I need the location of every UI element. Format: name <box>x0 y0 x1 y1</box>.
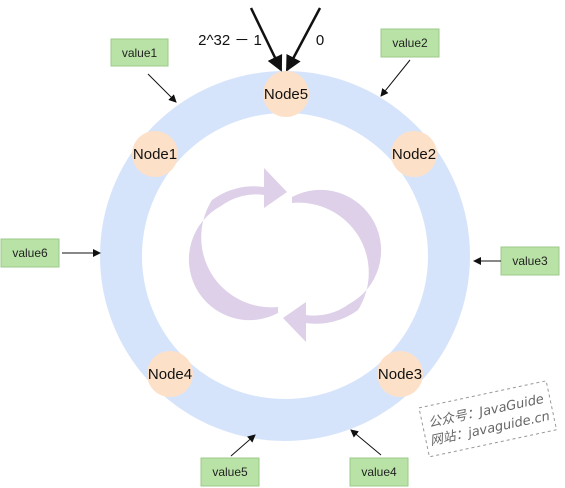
ring-max-label: 2^32 － 1 <box>198 32 262 49</box>
node-node2: Node2 <box>391 131 437 177</box>
ring-start-pointer-right <box>285 7 322 72</box>
ring-zero-label: 0 <box>316 32 324 49</box>
node-node1: Node1 <box>132 131 178 177</box>
value-box-value1: value1 <box>110 38 169 67</box>
value-label: value1 <box>122 46 158 60</box>
node-label: Node5 <box>264 86 308 103</box>
arrow-value1 <box>147 73 177 103</box>
watermark: 公众号：JavaGuide 网站：javaguide.cn <box>418 380 558 458</box>
arrow-value2 <box>380 59 411 97</box>
value-label: value5 <box>212 465 248 479</box>
node-label: Node3 <box>378 366 422 383</box>
ring-start-pointer-left <box>249 7 283 72</box>
value-label: value6 <box>12 246 48 260</box>
node-node5: Node5 <box>263 71 309 117</box>
value-label: value3 <box>512 254 548 268</box>
arrow-value4 <box>350 429 382 456</box>
node-label: Node1 <box>133 146 177 163</box>
arrow-value5 <box>230 434 256 457</box>
node-node4: Node4 <box>147 351 193 397</box>
node-node3: Node3 <box>377 351 423 397</box>
value-box-value6: value6 <box>0 238 60 268</box>
value-label: value4 <box>361 465 397 479</box>
value-box-value2: value2 <box>380 28 440 58</box>
value-label: value2 <box>392 36 428 50</box>
cycle-arrow-icon <box>188 168 382 342</box>
value-box-value5: value5 <box>200 457 260 487</box>
node-label: Node4 <box>148 366 192 383</box>
value-box-value4: value4 <box>349 457 409 487</box>
value-box-value3: value3 <box>500 246 560 276</box>
node-label: Node2 <box>392 146 436 163</box>
